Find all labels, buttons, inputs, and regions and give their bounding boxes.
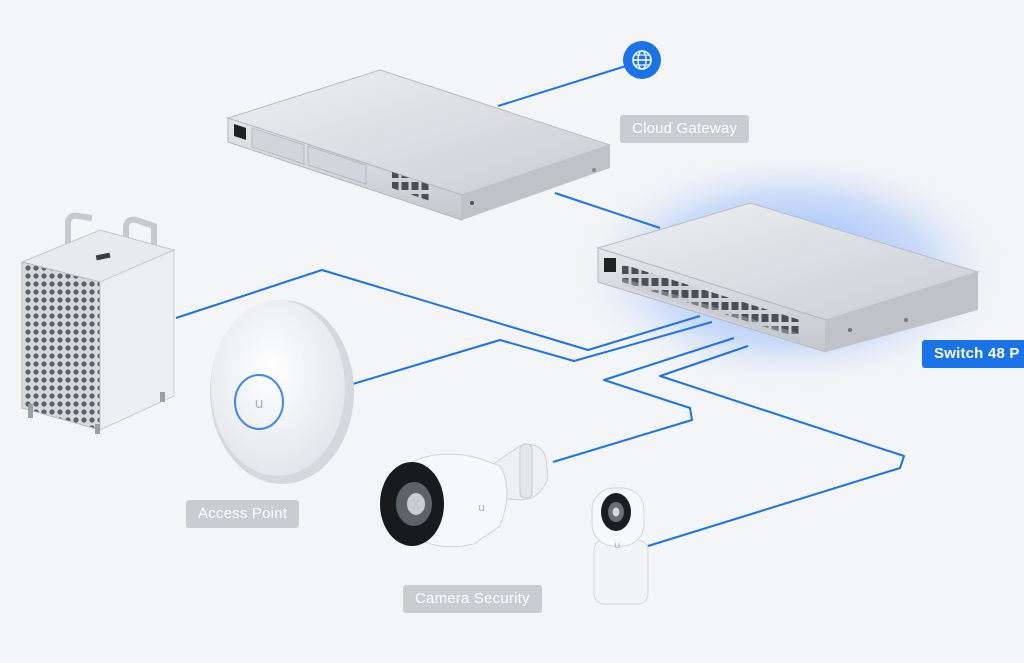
link-switch-dome-camera (647, 345, 905, 547)
switch-48-device (596, 202, 980, 353)
flex-camera-device: u (591, 487, 649, 605)
switch-label[interactable]: Switch 48 P (922, 340, 1024, 368)
ubiquiti-logo-icon: u (614, 540, 620, 551)
access-point-label: Access Point (186, 500, 300, 528)
ubiquiti-logo-icon: u (255, 396, 264, 412)
link-switch-bullet-camera (552, 337, 735, 463)
bullet-camera-device: u (380, 443, 549, 548)
link-switch-computer (175, 269, 701, 351)
ubiquiti-logo-icon: u (478, 501, 485, 514)
network-links (175, 65, 905, 547)
globe-icon (623, 41, 661, 79)
workstation-computer (20, 212, 176, 434)
link-switch-access-point (345, 321, 713, 387)
access-point-device: u (210, 300, 354, 484)
cloud-gateway-device (226, 69, 612, 221)
cloud-gateway-label: Cloud Gateway (620, 115, 750, 143)
camera-security-label: Camera Security (403, 585, 542, 613)
link-internet-gateway (497, 65, 627, 107)
link-gateway-switch (554, 192, 661, 229)
